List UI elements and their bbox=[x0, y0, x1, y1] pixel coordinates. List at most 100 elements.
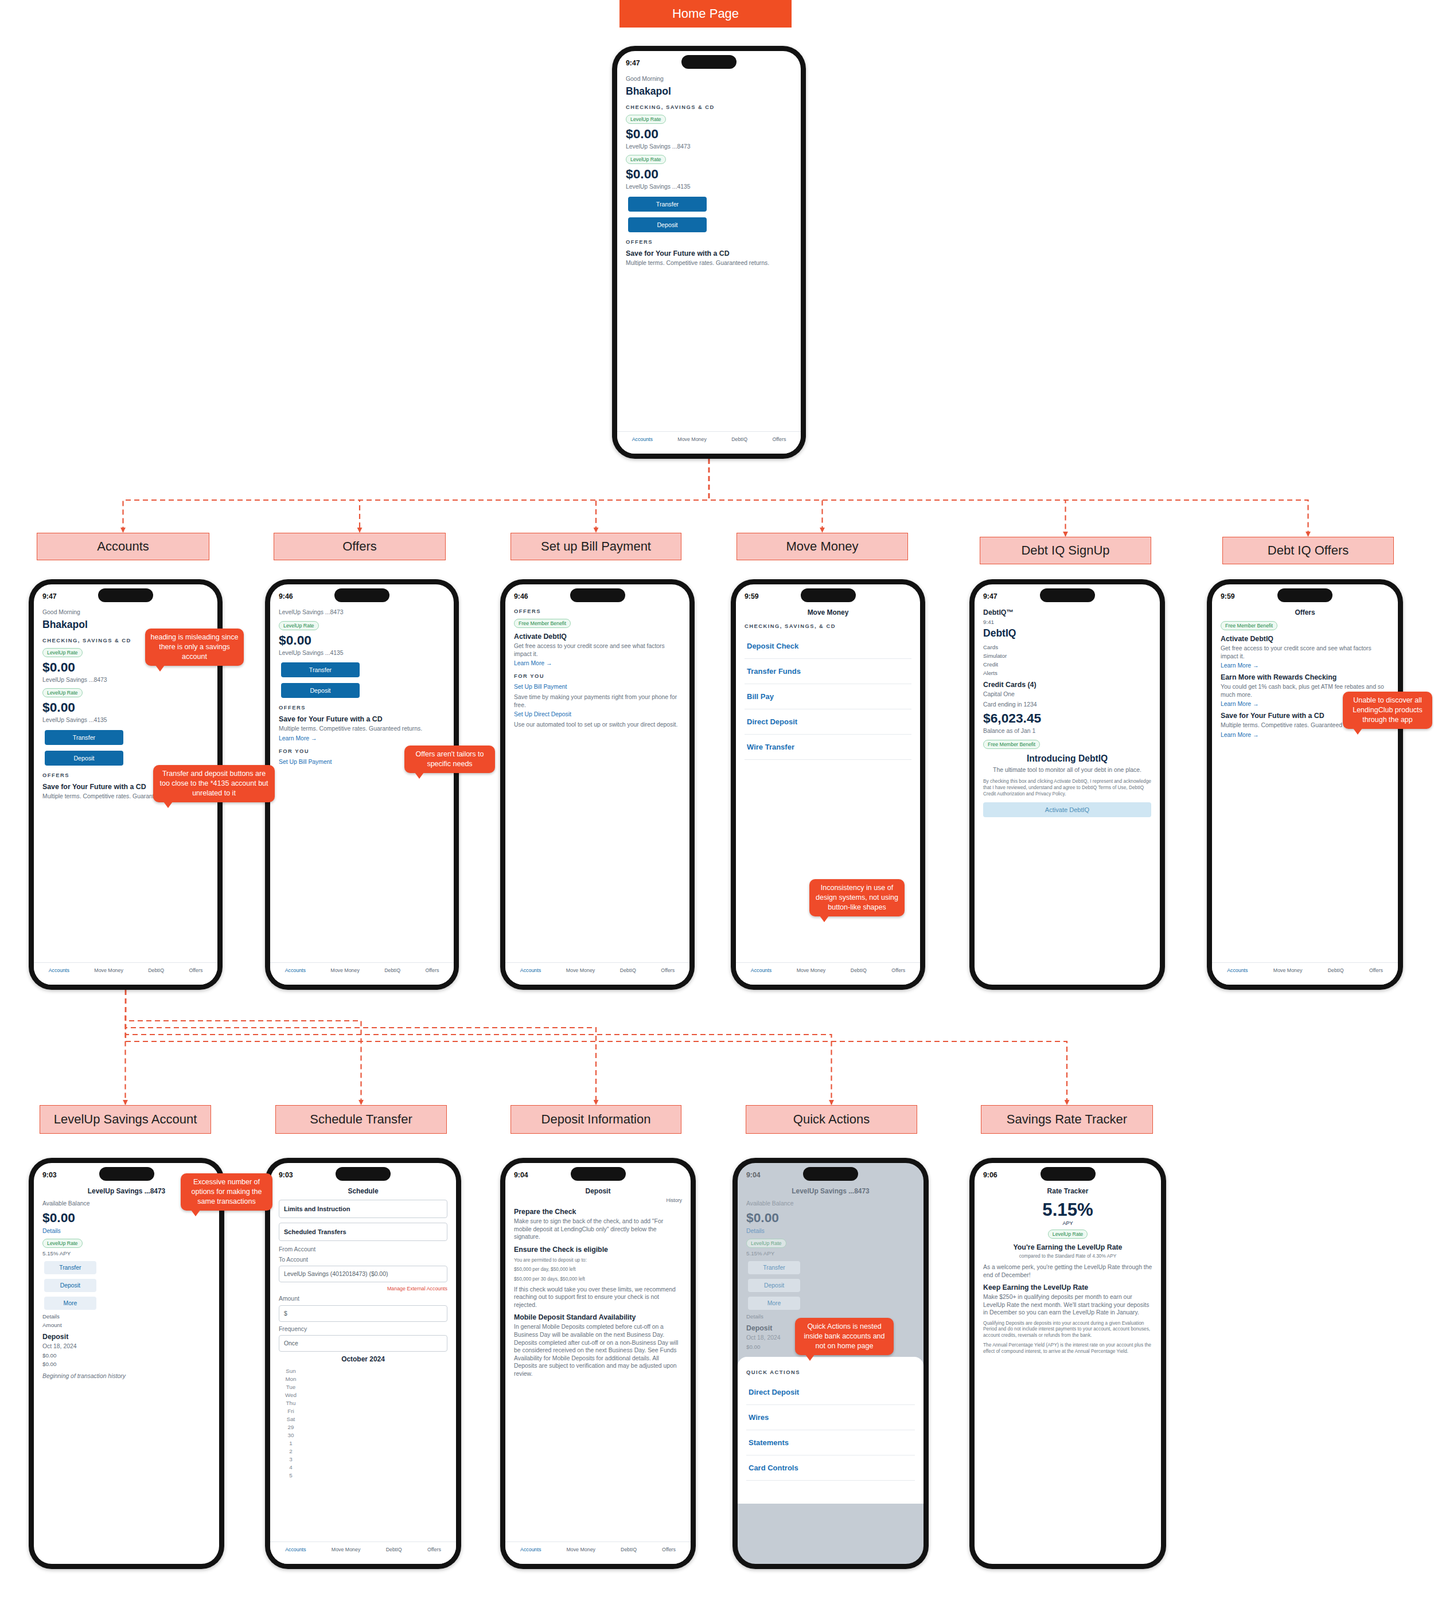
screen-text: Offers bbox=[1369, 967, 1383, 974]
screen-text: OFFERS bbox=[513, 608, 681, 615]
screen-text: Learn More → bbox=[513, 660, 681, 667]
screen-surface: 9:46OFFERSFree Member BenefitActivate De… bbox=[505, 584, 690, 985]
screen-text: Bhakapol bbox=[625, 85, 793, 98]
label-text: Deposit Information bbox=[541, 1112, 652, 1128]
screen-text: 30 bbox=[278, 1432, 303, 1439]
screen-text: Move Money bbox=[566, 967, 596, 974]
screen-text: Mobile Deposit Standard Availability bbox=[513, 1313, 683, 1322]
screen-text: Statements bbox=[746, 1430, 915, 1456]
screen-text: Accounts bbox=[520, 1546, 541, 1553]
screen-text: Cards bbox=[983, 644, 1146, 651]
screen-text: Limits and Instruction bbox=[278, 1199, 448, 1219]
screen-text: Rate Tracker bbox=[983, 1187, 1153, 1196]
label-text: Accounts bbox=[96, 539, 150, 555]
screen-text: Activate DebtIQ bbox=[983, 802, 1152, 818]
label-text: Schedule Transfer bbox=[309, 1112, 413, 1128]
label-text: Debt IQ Offers bbox=[1267, 543, 1349, 559]
screen-text: Available Balance bbox=[746, 1199, 915, 1209]
screen-text: Wires bbox=[746, 1405, 915, 1431]
screen-text: Tue bbox=[278, 1384, 303, 1391]
screen-text: LevelUp Savings ...8473 bbox=[278, 608, 446, 617]
tab-bar: AccountsMove MoneyDebtIQOffers bbox=[33, 962, 218, 985]
screen-surface: 9:06Rate Tracker5.15%APYLevelUp RateYou'… bbox=[974, 1163, 1161, 1565]
tab-bar: AccountsMove MoneyDebtIQOffers bbox=[505, 962, 690, 985]
screen-text: The Annual Percentage Yield (APY) is the… bbox=[983, 1342, 1153, 1355]
dashed-connector bbox=[125, 990, 362, 1105]
screen-text: DebtIQ bbox=[147, 967, 165, 974]
screen-text: Credit Cards (4) bbox=[983, 680, 1152, 689]
screen-text: LevelUp Rate bbox=[278, 621, 319, 631]
dashed-connector bbox=[125, 990, 596, 1105]
screen-text: Transfer Funds bbox=[744, 659, 912, 685]
screen-text: Learn More → bbox=[1220, 731, 1390, 739]
screen-text: DebtIQ bbox=[620, 967, 637, 974]
screen-content: 9:04DepositHistoryPrepare the CheckMake … bbox=[505, 1163, 691, 1378]
screen-text: Simulator bbox=[983, 652, 1146, 660]
screen-text: FOR YOU bbox=[513, 673, 681, 680]
label-box: Savings Rate Tracker bbox=[980, 1105, 1153, 1135]
label-text: Quick Actions bbox=[793, 1112, 870, 1128]
screen-text: To Account bbox=[278, 1256, 448, 1265]
screen-text: The ultimate tool to monitor all of your… bbox=[983, 766, 1152, 775]
screen-text: Wed bbox=[278, 1392, 303, 1399]
screen-text: Free Member Benefit bbox=[513, 618, 571, 629]
label-box: Accounts bbox=[36, 532, 210, 561]
screen-text: Accounts bbox=[750, 967, 772, 974]
screen-text: 2 bbox=[278, 1448, 303, 1455]
screen-content: 9:46LevelUp Savings ...8473LevelUp Rate$… bbox=[270, 584, 454, 766]
screen-text: Manage External Accounts bbox=[278, 1286, 448, 1292]
screen-text: Make $250+ in qualifying deposits per mo… bbox=[983, 1293, 1153, 1317]
screen-text: Offers bbox=[1220, 608, 1390, 617]
screen-text: APY bbox=[983, 1220, 1153, 1227]
screen-text: Scheduled Transfers bbox=[278, 1222, 448, 1242]
screen-text: LevelUp Rate bbox=[42, 1238, 83, 1249]
screen-surface: 9:59Move MoneyCHECKING, SAVINGS, & CDDep… bbox=[735, 584, 921, 985]
screen-content: 9:47Good MorningBhakapolCHECKING, SAVING… bbox=[617, 51, 801, 267]
phone-notch bbox=[1040, 1167, 1096, 1182]
screen-text: Deposit bbox=[44, 1279, 97, 1293]
screen-text: Offers bbox=[427, 1546, 442, 1553]
phone-screen: 9:46OFFERSFree Member BenefitActivate De… bbox=[500, 579, 695, 991]
screen-text: Oct 18, 2024 bbox=[42, 1342, 211, 1351]
screen-text: Card ending in 1234 bbox=[983, 700, 1152, 709]
screen-text: Thu bbox=[278, 1400, 303, 1407]
screen-content: 9:59Move MoneyCHECKING, SAVINGS, & CDDep… bbox=[735, 584, 921, 761]
screen-text: Introducing DebtIQ bbox=[983, 753, 1152, 765]
screen-text: Credit bbox=[983, 661, 1146, 668]
screen-text: By checking this box and clicking Activa… bbox=[983, 778, 1152, 797]
phone-notch bbox=[800, 588, 856, 603]
screen-text: LevelUp Savings ...8473 bbox=[42, 676, 209, 685]
screen-text: More bbox=[747, 1296, 801, 1311]
dashed-connector bbox=[125, 990, 1067, 1105]
screen-text: Learn More → bbox=[278, 735, 446, 742]
screen-text: Beginning of transaction history bbox=[42, 1373, 211, 1380]
screen-text: Free Member Benefit bbox=[983, 739, 1040, 750]
label-box: Set up Bill Payment bbox=[510, 532, 682, 561]
screen-text: Accounts bbox=[285, 967, 306, 974]
screen-text: Set Up Bill Payment bbox=[513, 683, 681, 691]
dashed-connector bbox=[595, 458, 709, 533]
callout-bubble: Offers aren't tailors to specific needs bbox=[404, 745, 496, 774]
phone-screen: 9:47DebtIQ™9:41DebtIQCardsSimulatorCredi… bbox=[969, 579, 1165, 991]
callout-bubble: Excessive number of options for making t… bbox=[180, 1173, 273, 1211]
screen-text: Save time by making your payments right … bbox=[513, 693, 681, 709]
screen-text: LevelUp Savings ...4135 bbox=[278, 649, 446, 658]
screen-text: Keep Earning the LevelUp Rate bbox=[983, 1283, 1153, 1292]
screen-text: Multiple terms. Competitive rates. Guara… bbox=[278, 725, 446, 734]
screen-text: Save for Your Future with a CD bbox=[625, 249, 793, 258]
screen-text: LevelUp Rate bbox=[42, 648, 83, 658]
screen-text: Ensure the Check is eligible bbox=[513, 1245, 683, 1254]
screen-text: Amount bbox=[278, 1295, 448, 1304]
callout-bubble: Inconsistency in use of design systems, … bbox=[809, 879, 905, 917]
phone-notch bbox=[334, 588, 390, 603]
screen-text: As a welcome perk, you're getting the Le… bbox=[983, 1263, 1153, 1280]
screen-text: Accounts bbox=[520, 967, 541, 974]
screen-text: Transfer bbox=[281, 662, 360, 678]
screen-text: 9:41 bbox=[983, 618, 1146, 626]
screen-text: Deposit bbox=[44, 750, 123, 766]
phone-notch bbox=[570, 588, 626, 603]
phone-screen: 9:03ScheduleLimits and InstructionSchedu… bbox=[265, 1158, 462, 1570]
phone-screen: 9:04LevelUp Savings ...8473Available Bal… bbox=[732, 1158, 929, 1570]
label-box: Quick Actions bbox=[745, 1105, 918, 1135]
